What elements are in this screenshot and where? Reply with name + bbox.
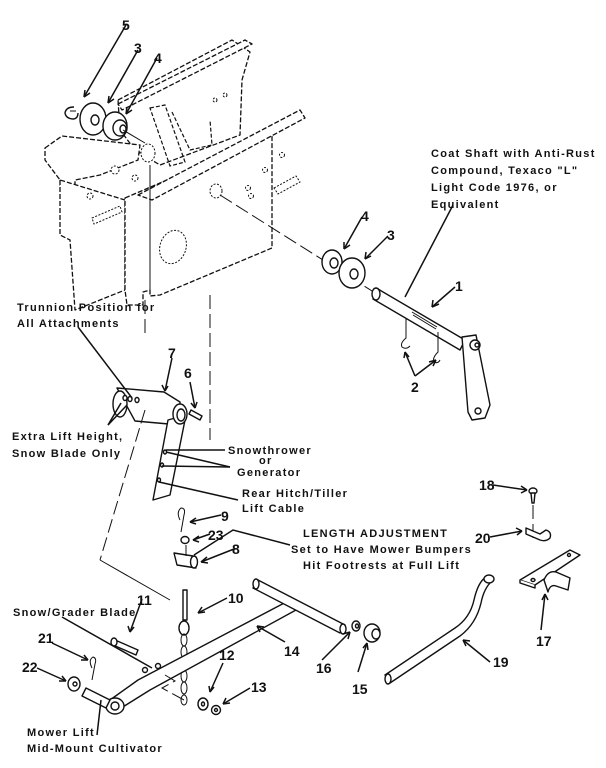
svg-text:Equivalent: Equivalent: [431, 199, 500, 211]
part-3-washer-right: [338, 257, 366, 289]
callout-23: 23: [208, 527, 224, 543]
callout-6: 6: [184, 365, 192, 381]
note-snow-grader: Snow/Grader Blade: [13, 607, 137, 619]
callout-19: 19: [493, 654, 509, 670]
leader-lines: [36, 24, 549, 736]
part-15-bearing: [363, 623, 381, 643]
part-13-nut: [210, 704, 222, 716]
part-14-lift-link: [81, 578, 347, 715]
svg-text:Snow/Grader Blade: Snow/Grader Blade: [13, 607, 137, 619]
part-1-lift-shaft: [371, 287, 491, 421]
part-4-bearing-upper: [102, 111, 128, 141]
callout-15: 15: [352, 681, 368, 697]
part-18-screw: [528, 487, 538, 504]
callout-21: 21: [38, 630, 54, 646]
callout-13: 13: [251, 679, 267, 695]
part-20-clamp: [525, 527, 552, 542]
svg-text:Set to Have Mower Bumpers: Set to Have Mower Bumpers: [291, 544, 472, 556]
callout-2: 2: [411, 379, 419, 395]
svg-text:Snowthrower: Snowthrower: [228, 445, 312, 457]
note-snowthrower: Snowthrower or Generator: [228, 445, 312, 479]
part-7-lift-arm: [112, 387, 188, 501]
svg-text:Rear Hitch/Tiller: Rear Hitch/Tiller: [242, 488, 348, 500]
note-trunnion: Trunnion Position for All Attachments: [17, 302, 156, 330]
svg-text:Mid-Mount Cultivator: Mid-Mount Cultivator: [27, 743, 163, 755]
annotation-notes: Coat Shaft with Anti-Rust Compound, Texa…: [12, 148, 596, 755]
svg-text:Generator: Generator: [237, 467, 301, 479]
svg-text:Light Code 1976, or: Light Code 1976, or: [431, 182, 558, 194]
svg-text:Compound, Texaco "L": Compound, Texaco "L": [431, 165, 578, 177]
note-rear-hitch: Rear Hitch/Tiller Lift Cable: [242, 488, 348, 515]
part-10-eye-bolt-chain: [178, 589, 190, 706]
callout-8: 8: [232, 541, 240, 557]
note-extra-lift: Extra Lift Height, Snow Blade Only: [12, 431, 123, 460]
callout-numbers: 5 3 4 4 3 1 2 7 6 9 23 8 18 20 17 11 10 …: [22, 17, 552, 697]
svg-text:Hit Footrests at Full Lift: Hit Footrests at Full Lift: [303, 560, 460, 572]
part-16-e-ring: [351, 620, 361, 632]
callout-1: 1: [455, 278, 463, 294]
svg-text:Extra Lift Height,: Extra Lift Height,: [12, 431, 123, 443]
callout-7: 7: [168, 345, 176, 361]
note-length-adjustment: LENGTH ADJUSTMENT Set to Have Mower Bump…: [291, 528, 472, 572]
callout-11: 11: [137, 592, 152, 608]
callout-3-right: 3: [387, 227, 395, 243]
svg-text:LENGTH ADJUSTMENT: LENGTH ADJUSTMENT: [303, 528, 448, 540]
callout-22: 22: [22, 659, 38, 675]
part-23-nut: [180, 535, 190, 545]
callout-17: 17: [536, 633, 552, 649]
callout-9: 9: [221, 508, 229, 524]
part-19-rod: [384, 574, 495, 685]
svg-text:or: or: [259, 455, 273, 467]
part-12-washer: [197, 697, 209, 711]
part-22-washer: [67, 676, 81, 692]
part-4-bearing-right: [321, 249, 343, 275]
part-5-e-ring: [64, 106, 79, 120]
part-21-hairpin: [89, 656, 97, 681]
callout-4-right: 4: [361, 208, 369, 224]
tractor-frame: [44, 39, 306, 311]
svg-text:All Attachments: All Attachments: [17, 318, 120, 330]
callout-18: 18: [479, 477, 495, 493]
svg-text:Snow Blade Only: Snow Blade Only: [12, 448, 121, 460]
callout-5: 5: [122, 17, 130, 33]
svg-text:Coat Shaft with Anti-Rust: Coat Shaft with Anti-Rust: [431, 148, 596, 160]
part-17-bracket: [519, 549, 581, 593]
callout-20: 20: [475, 530, 491, 546]
callout-16: 16: [316, 660, 332, 676]
note-mower-lift: Mower Lift Mid-Mount Cultivator: [27, 727, 163, 755]
svg-text:Trunnion Position for: Trunnion Position for: [17, 302, 156, 314]
part-11-bolt: [110, 637, 139, 656]
part-6-pin: [188, 409, 203, 421]
part-9-hairpin: [177, 507, 186, 533]
part-8-trunnion-block: [173, 545, 199, 569]
callout-12: 12: [219, 647, 235, 663]
callout-14: 14: [284, 643, 300, 659]
callout-10: 10: [228, 590, 244, 606]
callout-3-upper: 3: [134, 40, 142, 56]
callout-4-upper: 4: [154, 50, 162, 66]
svg-text:Lift Cable: Lift Cable: [242, 503, 305, 515]
svg-text:Mower Lift: Mower Lift: [27, 727, 95, 739]
part-3-washer-upper: [79, 102, 107, 136]
note-coat-shaft: Coat Shaft with Anti-Rust Compound, Texa…: [431, 148, 596, 211]
